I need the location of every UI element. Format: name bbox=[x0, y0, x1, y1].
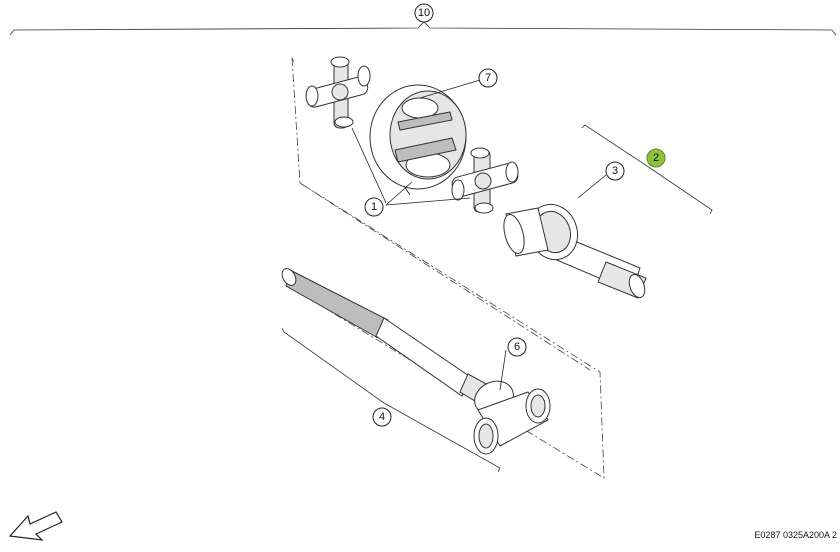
svg-text:7: 7 bbox=[485, 72, 491, 84]
callout-2-highlighted[interactable]: 2 bbox=[646, 148, 666, 168]
callout-3[interactable]: 3 bbox=[605, 161, 625, 181]
shaft-bracket bbox=[281, 327, 501, 473]
callout-10[interactable]: 10 bbox=[414, 3, 434, 23]
svg-text:10: 10 bbox=[418, 7, 430, 19]
splined-drive-shaft bbox=[281, 268, 491, 405]
svg-text:3: 3 bbox=[612, 165, 618, 177]
kit-bracket bbox=[581, 124, 713, 215]
shaft-end-yoke bbox=[473, 380, 551, 455]
svg-text:4: 4 bbox=[379, 411, 385, 423]
universal-joint-cross-lower bbox=[451, 147, 519, 214]
stub-shaft-yoke bbox=[503, 203, 647, 299]
svg-text:6: 6 bbox=[514, 341, 520, 353]
callout-4[interactable]: 4 bbox=[372, 407, 392, 427]
callout-6[interactable]: 6 bbox=[507, 337, 527, 357]
drawing-reference-code: E0287 0325A200A 2 bbox=[754, 530, 837, 540]
callout-1[interactable]: 1 bbox=[364, 197, 384, 217]
universal-joint-cross-upper bbox=[305, 56, 371, 129]
center-coupling-yoke bbox=[369, 84, 467, 196]
callout-7[interactable]: 7 bbox=[478, 68, 498, 88]
orientation-arrow-icon bbox=[8, 511, 63, 541]
assembly-bracket bbox=[9, 21, 837, 36]
svg-text:1: 1 bbox=[371, 201, 377, 213]
svg-text:2: 2 bbox=[653, 152, 659, 164]
